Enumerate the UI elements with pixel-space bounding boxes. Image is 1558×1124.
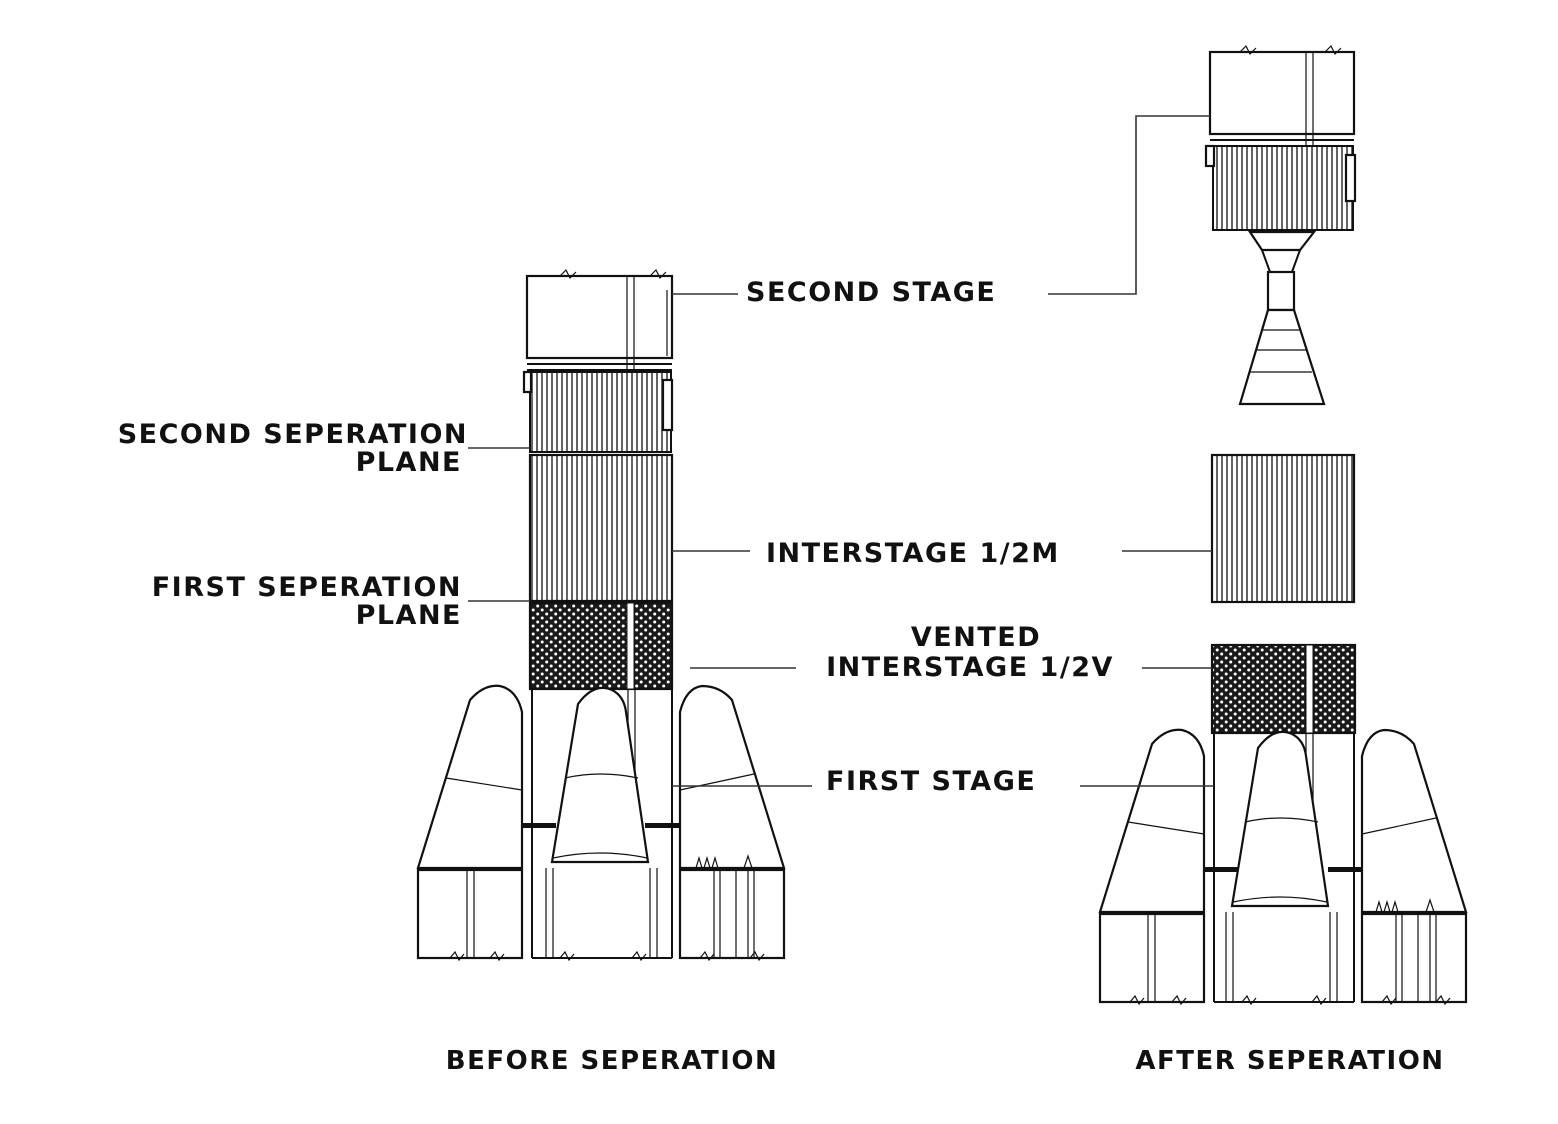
leader-second-stage-after [1048, 115, 1210, 295]
before-interstage-v [528, 601, 674, 691]
before-vehicle [416, 268, 786, 962]
label-vented-line1: VENTED [911, 622, 1041, 653]
caption-after: AFTER SEPERATION [1135, 1046, 1444, 1076]
leader-lines [468, 115, 1214, 787]
after-second-stage [1204, 44, 1357, 406]
before-booster-left [416, 684, 524, 962]
after-interstage-m [1210, 453, 1356, 604]
before-second-stage-skirt [522, 370, 674, 453]
label-first-stage: FIRST STAGE [826, 766, 1036, 797]
caption-before: BEFORE SEPERATION [446, 1046, 778, 1076]
label-second-sep-line1: SECOND SEPERATION [118, 419, 468, 450]
before-booster-right [678, 684, 786, 962]
label-vented-line2: INTERSTAGE 1/2V [826, 652, 1114, 683]
label-first-sep-line2: PLANE [356, 600, 462, 631]
before-interstage-m [528, 453, 674, 603]
label-second-sep-line2: PLANE [356, 447, 462, 478]
after-vehicle [1098, 643, 1468, 1006]
label-interstage-m: INTERSTAGE 1/2M [766, 538, 1060, 569]
label-first-sep-line1: FIRST SEPERATION [152, 572, 462, 603]
label-second-stage: SECOND STAGE [746, 277, 996, 308]
before-booster-center [545, 686, 658, 958]
